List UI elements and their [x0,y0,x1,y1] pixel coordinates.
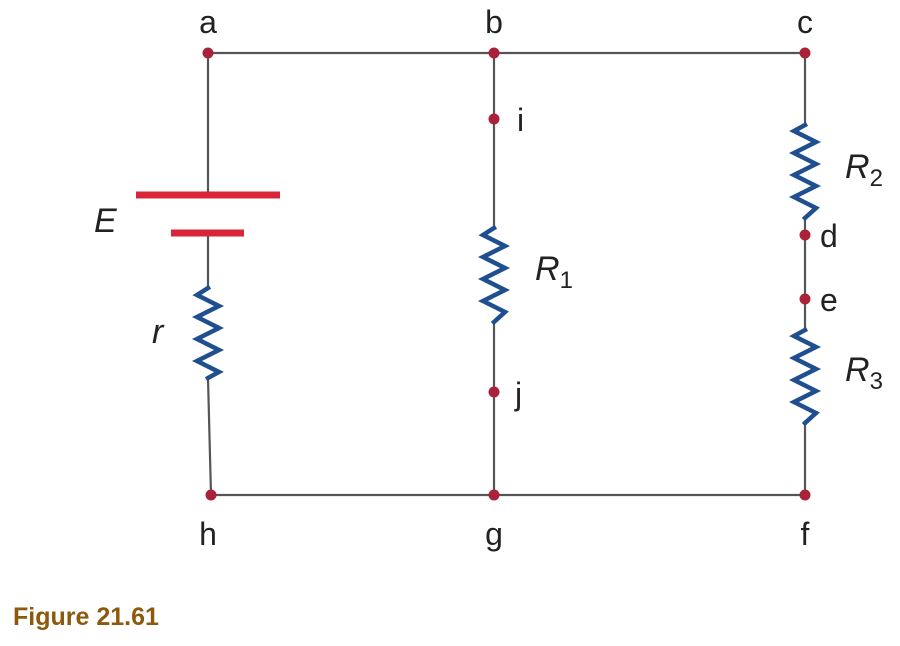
resistor-r [191,284,225,382]
wire-left-lower [206,377,213,496]
label-r3-main: R [845,351,870,389]
node-a [202,47,214,59]
label-r1-main: R [535,250,560,288]
resistor-r2 [788,121,822,222]
label-node-g: g [485,516,503,552]
resistor-r3 [788,326,822,427]
node-d [799,229,811,241]
node-b [488,47,500,59]
label-node-f: f [801,516,810,552]
label-r1: R1 [535,250,573,294]
label-r2-main: R [845,148,870,186]
node-f [799,489,811,501]
node-j [488,386,500,398]
label-r2: R2 [845,148,883,192]
label-r3-sub: 3 [870,368,883,395]
label-r2-sub: 2 [870,165,883,192]
circuit-diagram: a b c i d e j h g f E r R1 R2 R3 [94,4,883,552]
node-i [488,113,500,125]
node-h [205,489,217,501]
label-r3: R3 [845,351,883,395]
node-g [488,489,500,501]
node-e [799,293,811,305]
label-node-e: e [820,282,838,318]
label-node-b: b [485,4,503,40]
resistor-r1 [477,224,511,326]
label-internal-resistance: r [152,313,165,351]
label-node-h: h [199,516,217,552]
node-c [799,47,811,59]
figure-caption: Figure 21.61 [13,603,159,631]
label-node-j: j [514,376,522,412]
label-node-i: i [517,102,524,138]
label-emf: E [94,202,117,240]
label-node-d: d [820,218,838,254]
label-node-a: a [199,4,217,40]
label-r1-sub: 1 [560,267,573,294]
label-node-c: c [797,4,813,40]
